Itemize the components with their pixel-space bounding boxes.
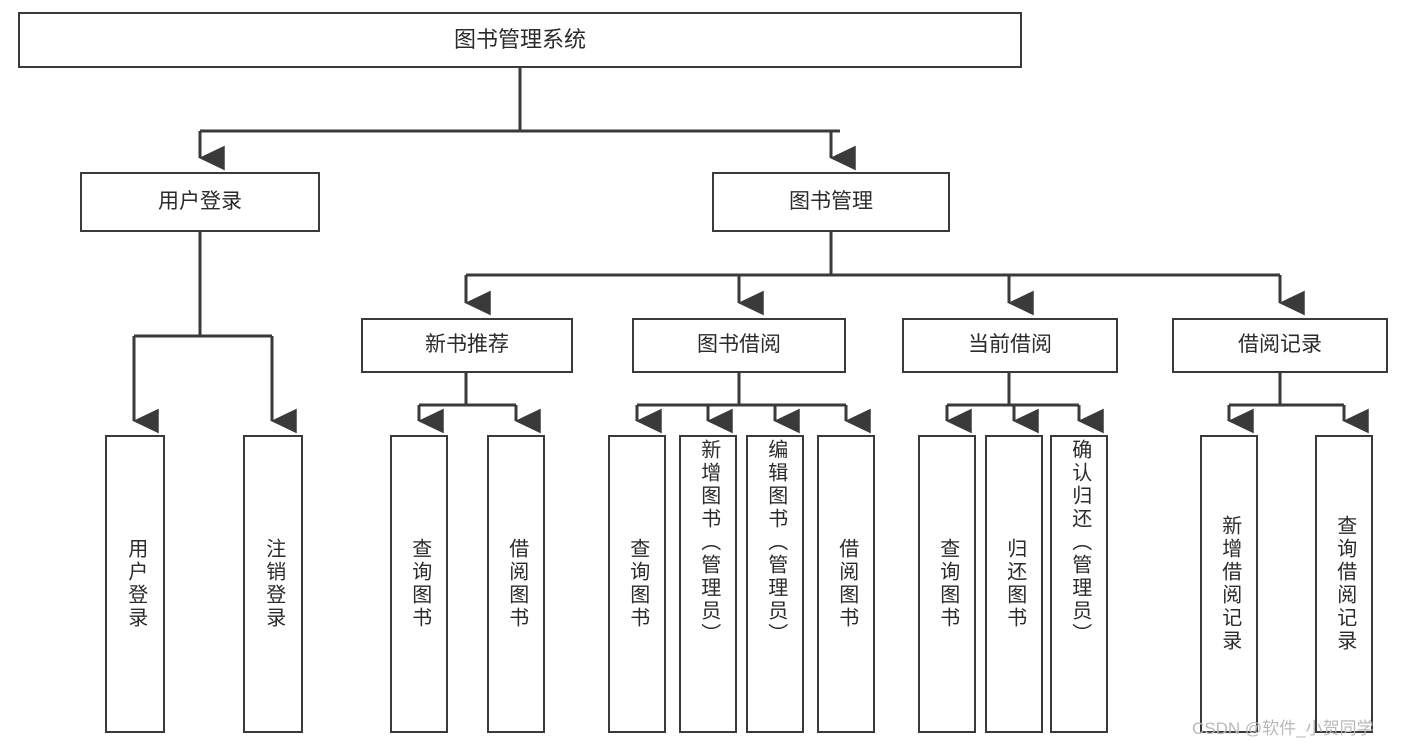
node-label: 借阅图书	[505, 538, 528, 630]
node-leaf-add-borrow-record[interactable]: 新增借阅记录	[1200, 435, 1258, 733]
node-leaf-edit-book-admin[interactable]: 编辑图书（管理员）	[746, 435, 804, 733]
node-leaf-query-borrow-record[interactable]: 查询借阅记录	[1315, 435, 1373, 733]
node-label: 归还图书	[1003, 538, 1026, 630]
node-leaf-user-login[interactable]: 用户登录	[105, 435, 165, 733]
node-label: 图书借阅	[697, 333, 781, 357]
node-label: 新增借阅记录	[1218, 515, 1241, 653]
node-root-system[interactable]: 图书管理系统	[18, 12, 1022, 68]
node-label: 借阅记录	[1238, 333, 1322, 357]
node-leaf-borrow-book[interactable]: 借阅图书	[817, 435, 875, 733]
node-leaf-logout[interactable]: 注销登录	[243, 435, 303, 733]
node-book-borrow[interactable]: 图书借阅	[632, 318, 846, 373]
node-label: 查询图书	[408, 538, 431, 630]
node-label: 新书推荐	[425, 333, 509, 357]
node-borrow-record[interactable]: 借阅记录	[1172, 318, 1388, 373]
node-leaf-query-book-rec[interactable]: 查询图书	[390, 435, 448, 733]
node-label: 查询借阅记录	[1333, 515, 1356, 653]
node-leaf-query-book-borrow[interactable]: 查询图书	[608, 435, 666, 733]
node-label: 借阅图书	[835, 538, 858, 630]
node-leaf-query-book-current[interactable]: 查询图书	[918, 435, 976, 733]
node-label: 查询图书	[936, 538, 959, 630]
node-leaf-borrow-book-rec[interactable]: 借阅图书	[487, 435, 545, 733]
node-label: 用户登录	[124, 538, 147, 630]
node-label: 图书管理系统	[453, 27, 586, 53]
node-label: 注销登录	[262, 538, 285, 630]
node-label: 确认归还（管理员）	[1068, 439, 1091, 646]
node-label: 新增图书（管理员）	[697, 439, 720, 646]
node-leaf-return-book[interactable]: 归还图书	[985, 435, 1043, 733]
node-new-book-recommend[interactable]: 新书推荐	[361, 318, 573, 373]
node-book-management[interactable]: 图书管理	[712, 172, 950, 232]
node-current-borrow[interactable]: 当前借阅	[902, 318, 1118, 373]
node-user-login[interactable]: 用户登录	[80, 172, 320, 232]
node-label: 当前借阅	[968, 333, 1052, 357]
csdn-watermark: CSDN @软件_小贺同学	[1192, 719, 1374, 738]
node-leaf-add-book-admin[interactable]: 新增图书（管理员）	[679, 435, 737, 733]
node-leaf-confirm-return-admin[interactable]: 确认归还（管理员）	[1050, 435, 1108, 733]
node-label: 图书管理	[789, 189, 873, 213]
node-label: 编辑图书（管理员）	[764, 439, 787, 646]
node-label: 查询图书	[626, 538, 649, 630]
node-label: 用户登录	[158, 189, 242, 213]
